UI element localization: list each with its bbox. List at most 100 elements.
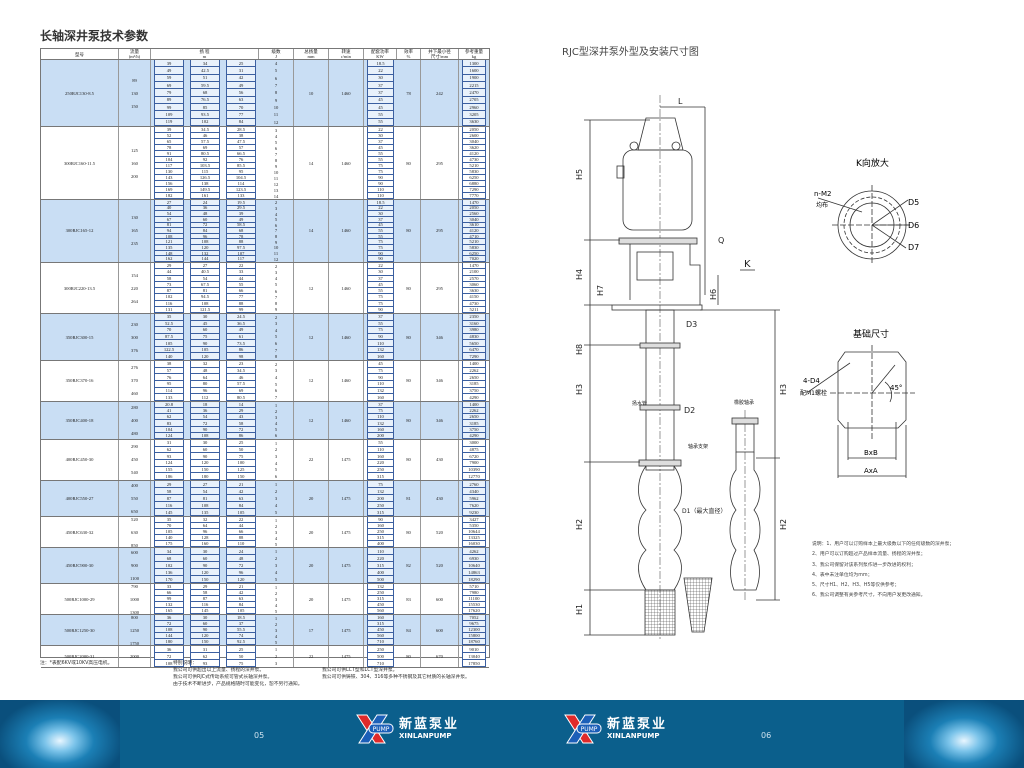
head-cell: 81 — [190, 495, 220, 502]
head-cell: 27 — [154, 200, 184, 206]
weight-cell: 9010 — [462, 646, 486, 653]
head-cell: 27 — [190, 263, 220, 270]
header-flow-label: 流量 — [130, 49, 139, 54]
head-cell: 125 — [226, 466, 256, 474]
head-cell: 105 — [226, 509, 256, 516]
eff-cell: 84 — [397, 615, 421, 645]
header-head-label: 扬 程 — [199, 49, 210, 54]
stages-cell: 2 — [259, 488, 294, 495]
head-cell: 90 — [190, 453, 220, 460]
weight-cell: 10644 — [462, 529, 486, 535]
logo-pump-text: PUMP — [373, 726, 390, 733]
power-cell: 450 — [367, 602, 394, 608]
head-cell: 156 — [154, 181, 184, 187]
flow-value: 370 — [131, 378, 138, 384]
col5-cell: 20 — [294, 548, 329, 583]
weight-cell: 17850 — [462, 660, 486, 667]
drawing-note: 6、我公司调整有关参考尺寸，不向用户发更改通知。 — [812, 593, 926, 599]
head-cell: 74 — [226, 633, 256, 639]
weight-cell: 5211 — [462, 306, 486, 313]
head-cell: 35 — [154, 517, 184, 523]
head-cell: 99 — [226, 306, 256, 313]
speed-cell: 1475 — [329, 481, 364, 516]
stages-cell: 1 — [259, 440, 294, 447]
head-cell: 69 — [190, 145, 220, 151]
label-d1: D1（最大直径） — [682, 507, 726, 515]
head-cell: 72 — [226, 426, 256, 433]
weight-cell: 4830 — [462, 333, 486, 341]
stages-cell: 2 — [259, 408, 294, 415]
power-cell: 30 — [367, 133, 394, 139]
head-cell: 72 — [190, 420, 220, 427]
power-cell: 560 — [367, 608, 394, 614]
water-drop-image-right — [904, 700, 1024, 768]
head-cell: 72 — [154, 621, 184, 627]
head-cell: 135 — [190, 509, 220, 516]
stages-cell: 2 — [259, 446, 294, 454]
drawing-note: 4、表中未注单位均为mm； — [812, 572, 873, 578]
head-cell: 67 — [154, 216, 184, 223]
weight-cell: 3750 — [462, 387, 486, 395]
head-cell: 132 — [190, 250, 220, 257]
stages-cell: 8 — [259, 89, 294, 97]
weight-cell: 3750 — [462, 426, 486, 433]
power-cell: 45 — [367, 281, 394, 288]
header-power-unit: KW — [376, 54, 384, 59]
power-cell: 30 — [367, 269, 394, 276]
head-cell: 67.5 — [190, 281, 220, 288]
label-h8: H8 — [575, 344, 584, 355]
power-cell: 90 — [367, 256, 394, 262]
power-cell: 75 — [367, 245, 394, 251]
head-cell: 182 — [154, 193, 184, 199]
power-cell: 37 — [367, 216, 394, 223]
power-cell: 400 — [367, 569, 394, 576]
weight-cell: 5962 — [462, 495, 486, 502]
flow-value: 650 — [131, 509, 138, 514]
speed-cell: 1460 — [329, 127, 364, 199]
stages-cell: 3 — [259, 453, 294, 460]
head-cell: 70 — [154, 523, 184, 529]
head-cell: 62 — [154, 446, 184, 454]
head-cell: 32 — [190, 517, 220, 523]
head-cell: 65 — [154, 139, 184, 145]
logo-pump-text: PUMP — [581, 726, 598, 733]
stages-cell: 6 — [259, 432, 294, 439]
flow-value: 280 — [131, 404, 138, 410]
special-note: 我公司可供RJC式传动系统可管式长轴深井泵。 — [173, 675, 273, 680]
speed-cell: 1475 — [329, 615, 364, 645]
power-cell: 22 — [367, 205, 394, 212]
eff-cell: 80 — [397, 127, 421, 199]
weight-cell: 4120 — [462, 228, 486, 234]
head-cell: 60 — [190, 446, 220, 454]
head-cell: 87 — [190, 596, 220, 602]
head-cell: 46 — [226, 374, 256, 381]
head-cell: 30 — [190, 548, 220, 555]
stages-cell: 4 — [259, 602, 294, 608]
pump-outline — [584, 95, 780, 640]
head-cell: 68 — [226, 228, 256, 234]
head-cell: 93 — [190, 660, 220, 667]
head-cell: 41 — [154, 408, 184, 415]
flow-value: 276 — [131, 365, 138, 371]
head-cell: 25 — [226, 440, 256, 447]
head-cell: 76 — [154, 374, 184, 381]
head-cell: 78 — [226, 233, 256, 240]
header-eff-unit: % — [406, 54, 411, 59]
weight-cell: 2050 — [462, 127, 486, 133]
drawing-notes: 说明：1、用户可以订购样本上最大级数以下的任何级数的深井泵； 2、用户可以订购超… — [812, 540, 954, 602]
power-cell: 75 — [367, 408, 394, 415]
stages-cell: 12 — [259, 181, 294, 187]
power-cell: 315 — [367, 562, 394, 569]
flow-value: 130 — [131, 90, 138, 96]
power-cell: 37 — [367, 139, 394, 145]
head-cell: 43 — [226, 414, 256, 421]
special-note: 我公司可供超出以上流量、扬程的深井泵。 — [173, 668, 265, 673]
k-view-n-m2: n-M2 — [814, 190, 831, 198]
head-cell: 85 — [190, 104, 220, 112]
head-cell: 34 — [154, 548, 184, 555]
